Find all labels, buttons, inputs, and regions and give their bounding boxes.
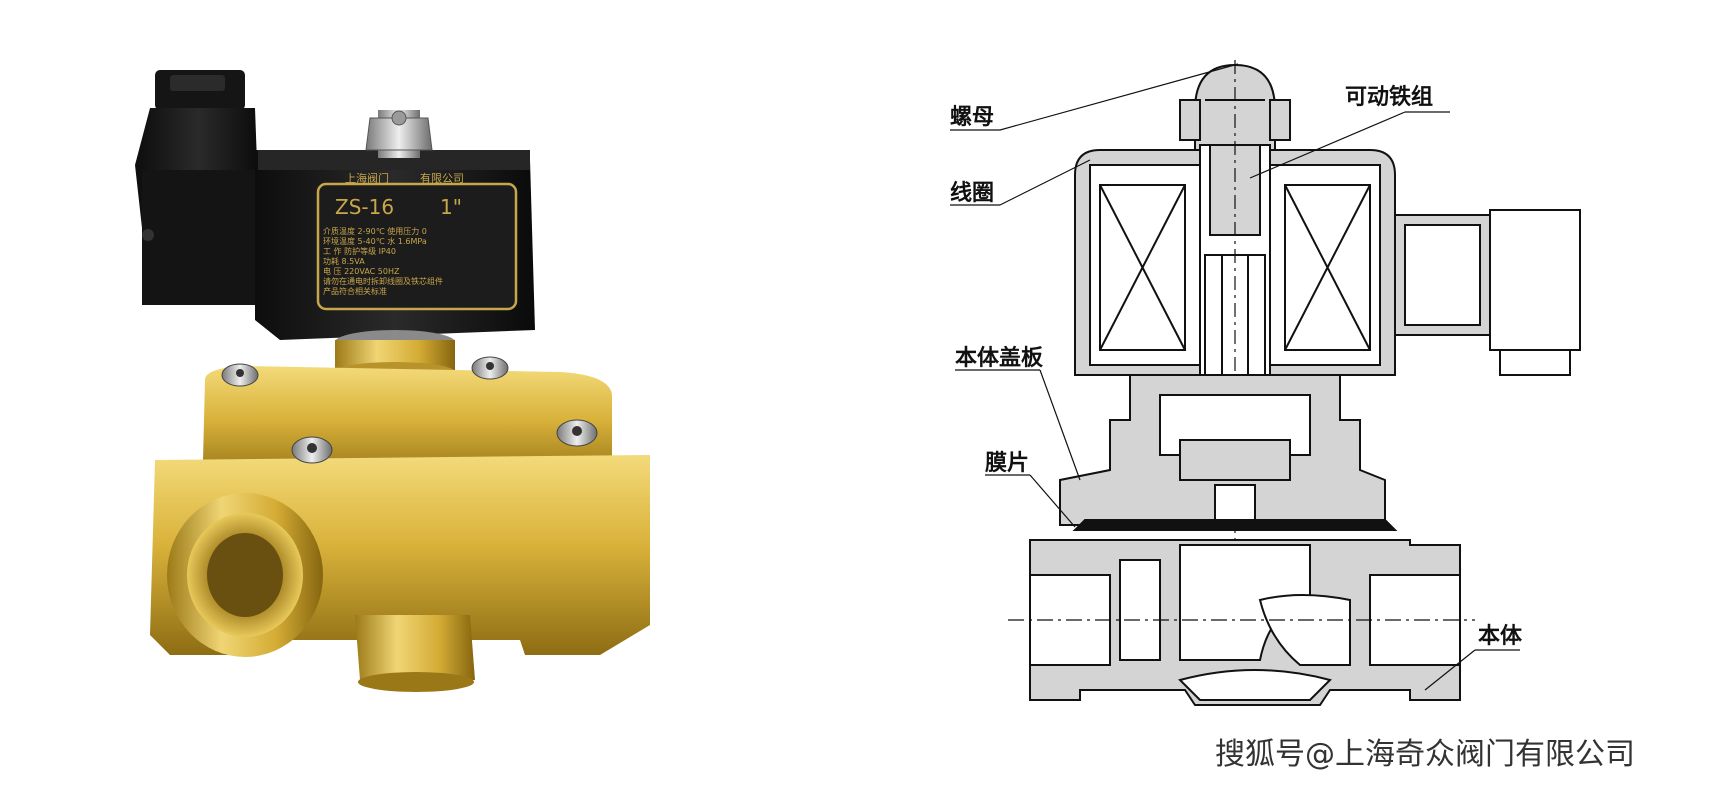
bonnet-section [1059, 374, 1398, 531]
cross-section-diagram [950, 60, 1581, 706]
label-body-cover: 本体盖板 [955, 345, 1044, 371]
plunger-tube [1199, 60, 1271, 560]
coil-housing: 上海阀门 有限公司 ZS-16 1" 介质温度 2-90℃ 使用压力 0环境温度… [255, 150, 535, 340]
plate-size: 1" [440, 195, 462, 219]
connector-section [1394, 209, 1581, 376]
label-nut: 螺母 [950, 105, 994, 130]
nameplate [316, 182, 518, 311]
label-diaphragm: 膜片 [985, 451, 1029, 476]
plate-spec-line: 介质温度 2-90℃ 使用压力 0 [323, 226, 427, 236]
plate-company: 上海阀门 [345, 171, 389, 185]
body-section [1008, 539, 1475, 706]
bolt-icon [291, 436, 333, 464]
bolt-icon [221, 363, 259, 387]
plate-spec-line: 环境温度 5-40℃ 水 1.6MPa [323, 236, 427, 246]
plate-spec-line: 产品符合相关标准 [323, 286, 387, 296]
label-moving-core: 可动铁组 [1345, 84, 1433, 110]
watermark-text: 搜狐号@上海奇众阀门有限公司 [1215, 737, 1635, 772]
valve-body [150, 455, 650, 692]
plate-company-suffix: 有限公司 [420, 171, 464, 185]
connector-plug [135, 70, 267, 305]
flange-bolts [221, 356, 598, 464]
plate-spec-line: 请勿在通电时拆卸线圈及铁芯组件 [323, 276, 443, 286]
plate-spec-line: 功耗 8.5VA [323, 256, 365, 266]
plate-spec-line: 工 作 防护等级 IP40 [323, 246, 396, 256]
top-nut [365, 110, 433, 158]
leader-lines [950, 63, 1520, 691]
bolt-icon [556, 419, 598, 447]
label-coil: 线圈 [950, 180, 994, 206]
solenoid-valve-photo: 上海阀门 有限公司 ZS-16 1" 介质温度 2-90℃ 使用压力 0环境温度… [135, 70, 650, 692]
diagram-labels: 螺母 线圈 可动铁组 本体盖板 膜片 本体 [950, 84, 1523, 649]
bolt-icon [471, 356, 509, 380]
plate-spec-line: 电 压 220VAC 50HZ [323, 266, 400, 276]
label-body: 本体 [1478, 624, 1523, 649]
plate-model: ZS-16 [335, 195, 394, 219]
